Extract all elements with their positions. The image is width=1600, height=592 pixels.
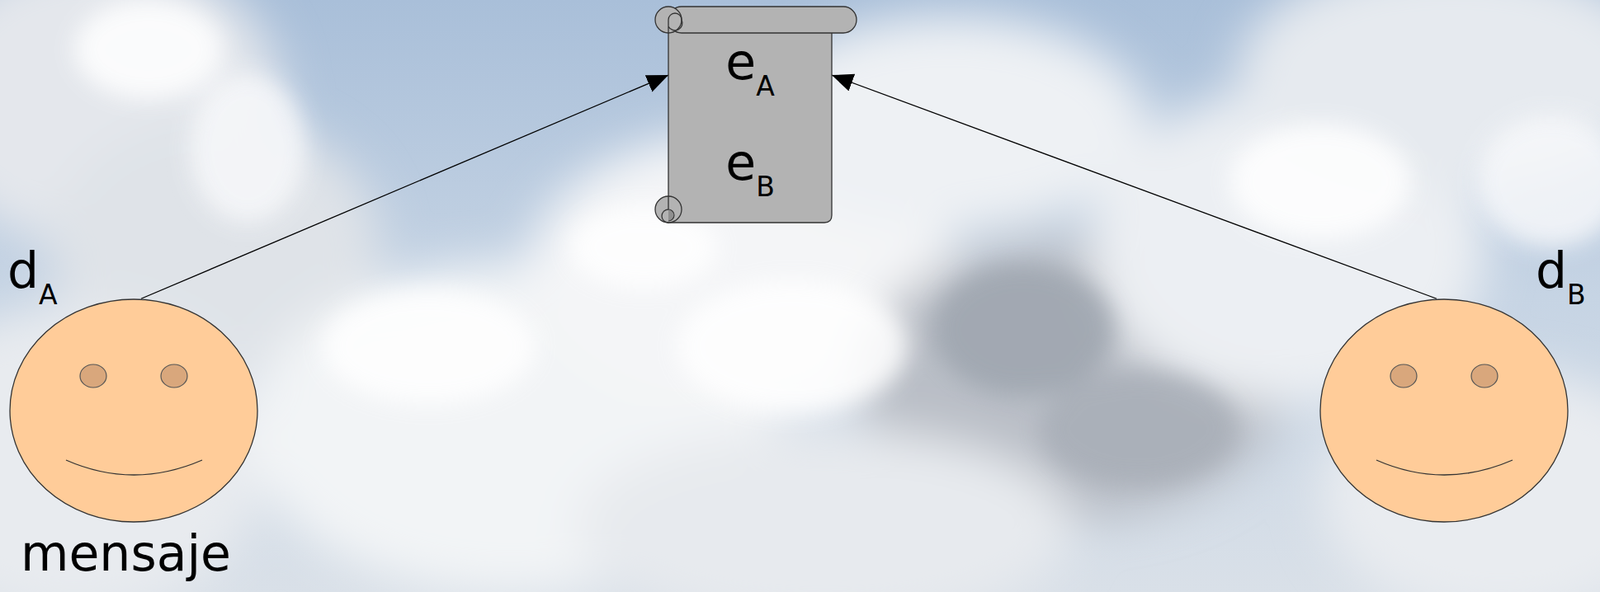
key-label: dA <box>7 240 58 326</box>
message-label: mensaje <box>20 526 232 581</box>
key-label: eB <box>725 132 775 218</box>
person-node: dB <box>1319 298 1569 524</box>
smiley-face <box>9 298 259 524</box>
person-node: dAmensaje <box>9 298 259 524</box>
smiley-face <box>1319 298 1569 524</box>
key-label: dB <box>1535 240 1586 326</box>
document-scroll: eA eB <box>640 4 858 225</box>
arrow-connector <box>831 75 1437 299</box>
key-label: eA <box>725 32 775 117</box>
arrow-connector <box>141 75 669 299</box>
